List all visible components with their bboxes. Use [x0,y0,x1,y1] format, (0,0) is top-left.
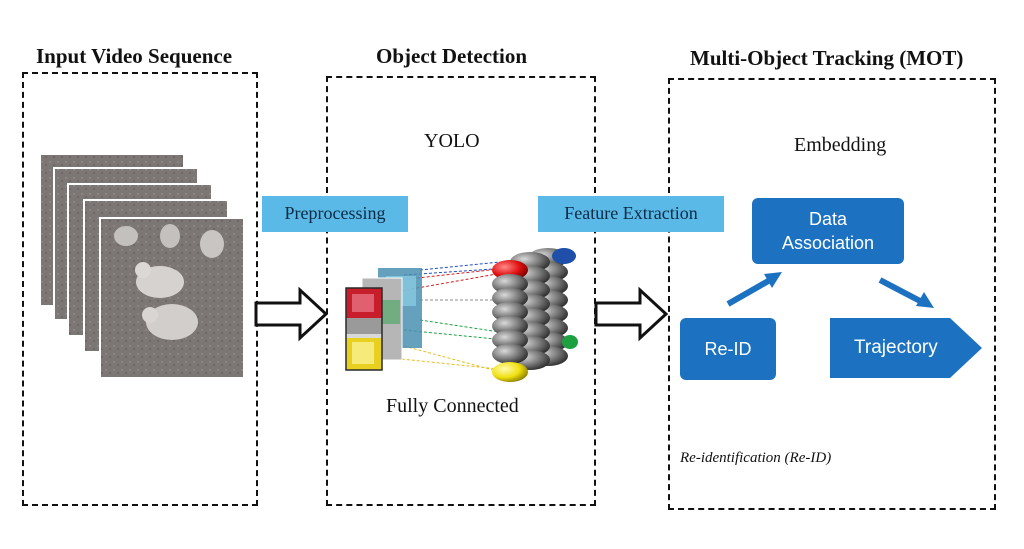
sphere-column [492,248,578,382]
input-video-panel [22,72,258,506]
embedding-label: Embedding [794,134,887,156]
trajectory-shape [830,318,982,378]
association-to-trajectory-arrow [878,277,934,308]
arrow-to-detection [254,286,329,342]
reid-note: Re-identification (Re-ID) [680,450,832,466]
preprocessing-tag: Preprocessing [262,196,408,232]
chicken-shape [200,230,224,258]
data-association-line1: Data [808,209,848,229]
yolo-label: YOLO [424,130,480,152]
chicken-shape [146,304,198,340]
data-association-box: Data Association [752,198,904,264]
video-frames-stack [39,153,245,379]
chicken-shape [114,226,138,246]
feature-extraction-tag: Feature Extraction [538,196,724,232]
input-video-title: Input Video Sequence [36,44,233,68]
reid-to-association-arrow [726,272,782,307]
chicken-shape [142,307,158,323]
fully-connected-label: Fully Connected [386,395,519,417]
mot-title: Multi-Object Tracking (MOT) [690,46,964,70]
feature-cube [345,268,422,371]
object-detection-title: Object Detection [376,44,528,68]
mot-panel [668,78,996,510]
arrow-to-tracking [594,286,669,342]
trajectory-label: Trajectory [854,337,938,358]
object-detection-panel [326,76,596,506]
data-association-line2: Association [781,233,875,253]
chicken-shape [135,262,151,278]
reid-box: Re-ID [680,318,776,380]
chicken-shape [160,224,180,248]
sphere-front-column [492,260,528,382]
